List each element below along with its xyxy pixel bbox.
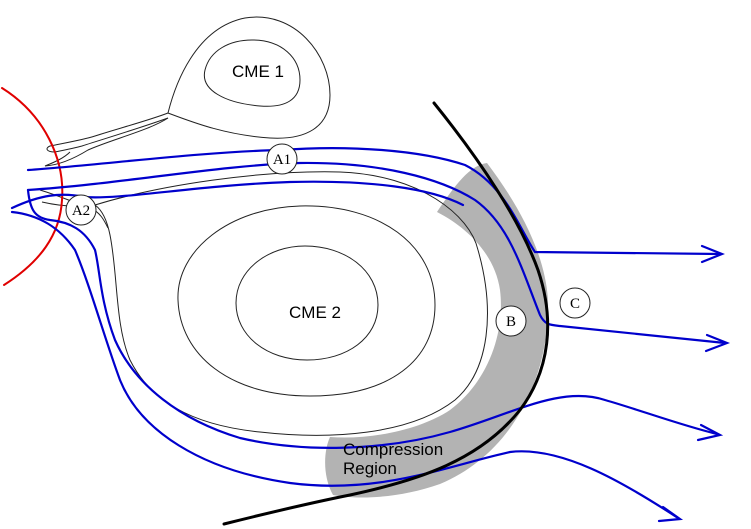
field-line-4 [26, 188, 719, 449]
cme2-outer-contour [93, 171, 488, 436]
cme1-stem-upper [46, 112, 169, 153]
arrowhead-3 [696, 423, 724, 442]
cme1-label: CME 1 [232, 62, 284, 81]
field-line-1 [26, 147, 722, 256]
cme1-outer-loop [167, 16, 331, 139]
arrowhead-2 [704, 333, 731, 353]
arrowhead-1 [700, 244, 725, 264]
cme2-label: CME 2 [289, 303, 341, 322]
arrowhead-4 [657, 505, 684, 523]
shock-front [222, 101, 550, 526]
point-a2-label: A2 [72, 203, 90, 219]
compression-label-line2: Region [343, 459, 397, 478]
point-c: C [559, 287, 591, 319]
field-line-5 [10, 210, 680, 520]
field-line-3 [10, 180, 465, 210]
point-a2: A2 [65, 194, 97, 226]
cme2-middle-contour [177, 205, 436, 397]
field-line-2 [26, 161, 727, 345]
point-c-label: C [570, 296, 580, 312]
point-a1: A1 [266, 143, 298, 175]
point-b: B [495, 305, 527, 337]
cme1-inner-loop [203, 39, 301, 107]
point-a1-label: A1 [273, 152, 291, 168]
compression-region [325, 163, 549, 498]
compression-label-line1: Compression [343, 440, 443, 459]
cme2-inner-contour [235, 245, 379, 361]
point-b-label: B [506, 314, 516, 330]
solar-surface-arc [1, 87, 64, 286]
